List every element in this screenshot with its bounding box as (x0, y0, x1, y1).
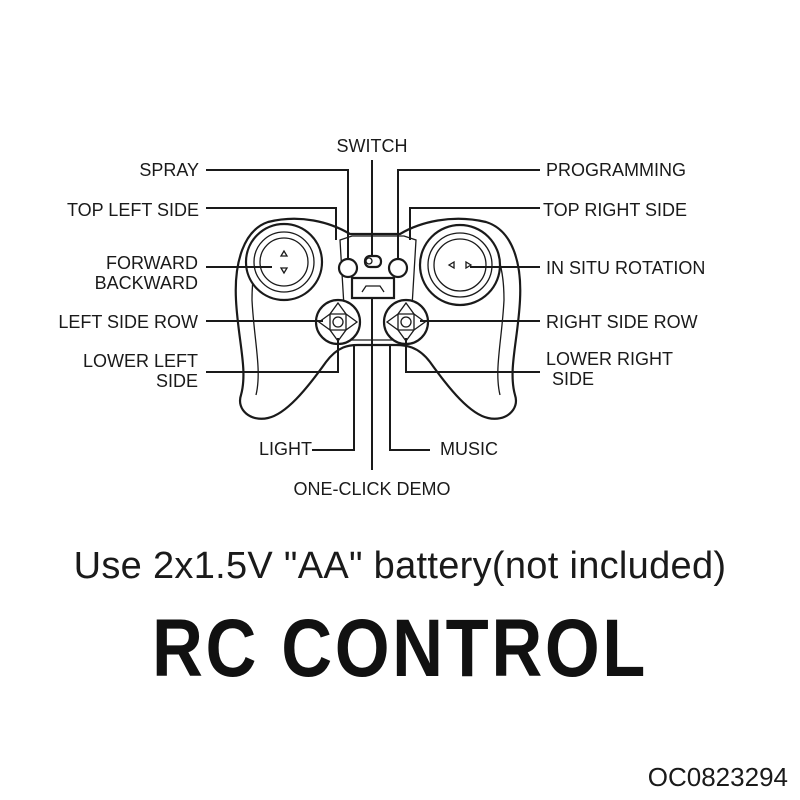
label-lower-right: LOWER RIGHT (546, 349, 673, 369)
label-switch: SWITCH (337, 136, 408, 156)
label-top-right-side: TOP RIGHT SIDE (543, 200, 687, 220)
demo-button (350, 276, 396, 300)
label-in-situ-rotation: IN SITU ROTATION (546, 258, 705, 278)
label-music: MUSIC (440, 439, 498, 459)
programming-button (387, 257, 409, 279)
label-lower-left-side: SIDE (156, 371, 198, 391)
label-light: LIGHT (259, 439, 312, 459)
spray-button (337, 257, 359, 279)
product-code: OC0823294 (647, 762, 788, 792)
switch-toggle (363, 254, 383, 269)
left-joystick (244, 222, 324, 302)
label-backward: BACKWARD (95, 273, 198, 293)
label-forward: FORWARD (106, 253, 198, 273)
right-joystick (418, 223, 502, 307)
label-left-side-row: LEFT SIDE ROW (58, 312, 198, 332)
label-programming: PROGRAMMING (546, 160, 686, 180)
product-title: RC CONTROL (152, 603, 648, 694)
label-one-click-demo: ONE-CLICK DEMO (293, 479, 450, 499)
leader-lines (206, 160, 540, 470)
label-top-left-side: TOP LEFT SIDE (67, 200, 199, 220)
label-lower-right-side: SIDE (552, 369, 594, 389)
label-right-side-row: RIGHT SIDE ROW (546, 312, 698, 332)
battery-note: Use 2x1.5V "AA" battery(not included) (73, 545, 727, 587)
label-spray: SPRAY (139, 160, 199, 180)
label-lower-left: LOWER LEFT (83, 351, 198, 371)
